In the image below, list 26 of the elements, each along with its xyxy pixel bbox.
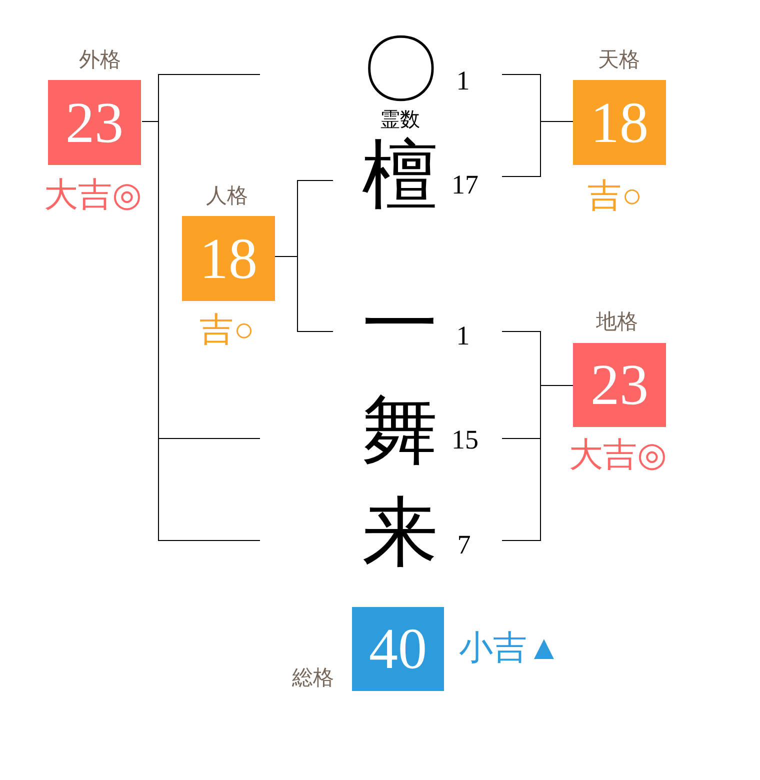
name-character: 〇 [362,32,438,108]
stroke-count: 15 [452,426,478,454]
grade-label: 総格 [292,668,334,688]
score-box: 18 [182,216,275,301]
fortune-text: 吉○ [200,313,254,347]
name-character: 一 [362,287,438,363]
score-box: 18 [573,80,666,165]
grade-label: 外格 [79,50,121,70]
stroke-count: 1 [456,322,470,350]
name-character: 舞 [362,393,438,469]
score-box: 23 [573,343,666,427]
fortune-text: 大吉◎ [569,438,667,472]
grade-label: 天格 [598,50,640,70]
score-box: 40 [352,607,444,691]
name-character: 檀 [362,138,438,214]
spirit-number-label: 霊数 [380,110,420,130]
stroke-count: 17 [452,172,478,198]
fortune-text: 小吉▲ [459,631,561,665]
grade-label: 地格 [596,312,638,332]
score-box: 23 [48,80,141,165]
stroke-count: 7 [457,532,471,558]
name-character: 来 [362,495,438,571]
grade-label: 人格 [206,186,248,206]
stroke-count: 1 [456,68,470,94]
fortune-text: 大吉◎ [44,178,142,212]
fortune-text: 吉○ [588,179,642,213]
